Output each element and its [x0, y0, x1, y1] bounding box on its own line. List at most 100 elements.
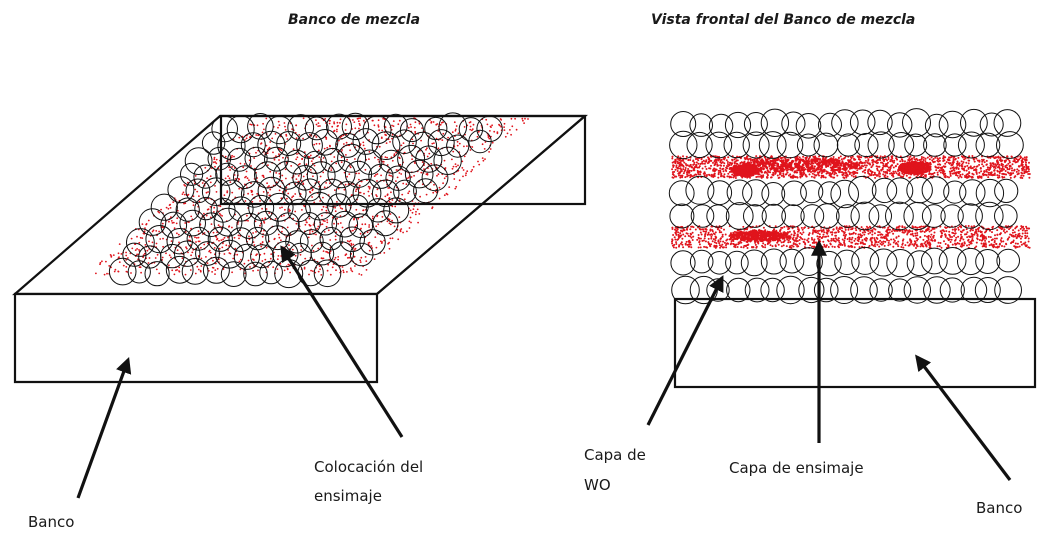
- red-speck: [130, 237, 133, 240]
- red-speck: [225, 244, 228, 247]
- red-speck: [955, 171, 958, 174]
- red-speck: [340, 161, 343, 164]
- red-speck: [943, 170, 946, 173]
- red-speck: [148, 240, 150, 243]
- red-speck: [720, 172, 723, 175]
- red-speck: [699, 246, 702, 249]
- red-speck: [302, 117, 305, 120]
- red-speck: [482, 159, 485, 162]
- red-speck: [920, 175, 923, 178]
- red-speck: [178, 241, 180, 244]
- red-speck: [151, 241, 154, 244]
- red-speck: [311, 230, 314, 233]
- red-speck: [413, 174, 415, 177]
- red-speck: [961, 165, 964, 168]
- red-speck: [821, 162, 825, 166]
- red-speck: [389, 141, 391, 143]
- red-speck: [209, 175, 212, 178]
- red-speck: [182, 191, 185, 194]
- red-speck: [397, 238, 400, 241]
- red-speck: [1000, 170, 1002, 172]
- red-speck: [837, 156, 840, 159]
- red-speck: [368, 195, 370, 197]
- red-speck: [928, 158, 931, 161]
- red-speck: [1017, 159, 1020, 161]
- red-speck: [1028, 227, 1031, 230]
- red-speck: [843, 241, 846, 244]
- red-speck: [892, 166, 895, 169]
- red-speck: [876, 167, 879, 170]
- red-speck: [722, 164, 725, 167]
- red-speck: [260, 245, 263, 248]
- red-speck: [671, 155, 674, 158]
- red-speck: [985, 159, 988, 162]
- red-speck: [780, 174, 783, 177]
- red-speck: [1021, 172, 1024, 175]
- red-speck: [184, 273, 187, 276]
- red-speck: [322, 257, 325, 260]
- red-speck: [909, 176, 912, 179]
- red-speck: [214, 165, 216, 168]
- red-speck: [140, 271, 143, 274]
- red-speck: [1017, 172, 1020, 175]
- fiber-loop: [240, 181, 268, 208]
- red-speck: [1021, 169, 1024, 172]
- red-speck: [983, 170, 986, 173]
- red-speck: [721, 235, 724, 238]
- red-speck: [368, 224, 371, 226]
- red-speck: [1012, 172, 1015, 175]
- red-speck: [882, 170, 885, 173]
- red-speck: [375, 173, 377, 176]
- red-speck: [226, 190, 229, 193]
- red-speck: [673, 170, 676, 173]
- red-speck: [674, 158, 677, 161]
- red-speck: [731, 162, 734, 165]
- red-speck: [274, 133, 277, 135]
- red-speck: [469, 128, 472, 131]
- red-speck: [715, 236, 718, 239]
- red-speck: [334, 238, 337, 241]
- red-speck: [310, 269, 312, 272]
- red-speck: [481, 143, 484, 146]
- red-speck: [998, 170, 1001, 173]
- red-speck: [684, 176, 687, 179]
- fiber-loop: [145, 225, 174, 254]
- red-speck: [936, 171, 939, 174]
- red-speck: [776, 174, 779, 177]
- red-speck: [196, 190, 199, 193]
- red-speck: [278, 172, 281, 175]
- red-speck: [359, 191, 362, 194]
- red-speck: [679, 176, 682, 179]
- red-speck: [984, 239, 987, 242]
- red-speck: [443, 194, 446, 197]
- red-speck: [431, 206, 434, 209]
- red-speck: [706, 246, 709, 249]
- red-speck: [772, 171, 775, 174]
- red-speck: [841, 244, 844, 246]
- red-speck: [920, 225, 923, 228]
- red-speck: [350, 242, 353, 245]
- red-speck: [308, 156, 311, 159]
- red-speck: [273, 237, 276, 240]
- red-speck: [485, 118, 488, 121]
- red-speck: [330, 160, 333, 163]
- red-speck: [234, 178, 237, 180]
- red-speck: [915, 157, 918, 160]
- red-speck: [725, 167, 728, 170]
- red-speck: [690, 166, 693, 169]
- red-speck: [391, 137, 393, 140]
- red-speck: [471, 129, 473, 132]
- red-speck: [452, 150, 455, 153]
- red-speck: [484, 158, 486, 161]
- red-speck: [388, 174, 391, 177]
- fiber-loop: [207, 226, 233, 252]
- red-speck: [922, 156, 925, 159]
- red-speck: [195, 241, 197, 243]
- red-speck: [1026, 170, 1029, 173]
- red-speck: [998, 174, 1001, 177]
- red-speck: [375, 246, 378, 249]
- red-speck: [944, 162, 947, 165]
- red-speck: [966, 173, 969, 175]
- red-speck: [213, 156, 216, 159]
- red-speck: [963, 158, 966, 161]
